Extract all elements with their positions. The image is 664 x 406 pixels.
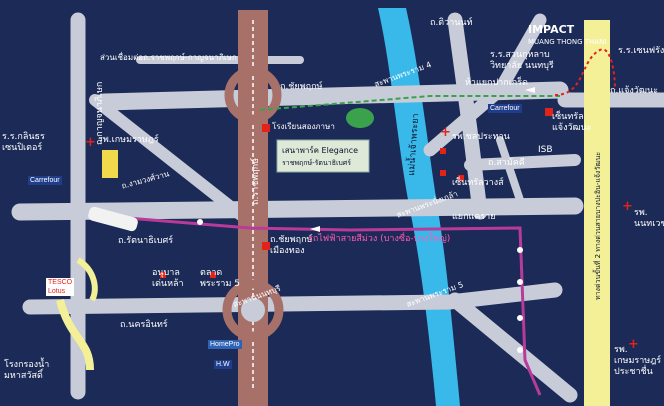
label-hospital-nonthawet: รพ. นนทเวช [634, 208, 664, 229]
label-school-sirichak: ร.ร.เซนฟรังค์ [618, 46, 664, 56]
label-expressway: ทางด่วนขั้นที่ 2 ทางด่วนสายบางปะอิน-แจ้ง… [594, 151, 602, 300]
brand-subtitle: MUANG THONG THANI [528, 38, 607, 46]
label-chol-prathan: รพ.ชลประทาน [452, 132, 510, 142]
label-bonan-lamai: อนุบาล เด่นหล้า [152, 268, 184, 289]
route-purple-line [89, 213, 542, 396]
label-central-westgate: เซ็นทรัลวางส์ [452, 178, 504, 188]
homeworks: H.W [214, 360, 232, 369]
road-expressway [584, 20, 610, 406]
hospital-cross-left: + [85, 135, 96, 150]
road-nakhon-in [22, 282, 563, 315]
label-nakhon-in: ถ.นครอินทร์ [120, 320, 168, 330]
label-khae-rai: แยกแคราย [452, 212, 496, 222]
label-link-road: ส่วนเชื่อมต่อถ.ราชพฤกษ์-กาญจนาภิเษก [100, 53, 237, 62]
hospital-cross-bottom: + [628, 337, 639, 352]
carrefour-right: Carrefour [488, 104, 522, 113]
label-isb: ISB [538, 145, 553, 155]
label-ratchaphruek: ถ.ราชพฤกษ์ [251, 157, 261, 205]
label-school-chiangrai: โรงเรียนสองภาษา [272, 122, 335, 131]
route-red [554, 48, 616, 96]
road-samakkhi [464, 154, 581, 171]
road-chaiyaphruek [95, 81, 569, 111]
road-curve-left [76, 257, 98, 302]
label-hospital-kasemrad: รพ.เกษมราษฎร์ [98, 135, 159, 145]
brand-title: IMPACT [528, 23, 575, 36]
road-ngamwongwan [89, 94, 266, 236]
label-talat-rama5: ตลาด พระราม 5 [200, 268, 241, 289]
label-elegance-sub: ราชพฤกษ์-รัตนาธิเบศร์ [282, 159, 352, 167]
label-pak-kret: ห้าแยกปากเกร็ด [465, 78, 528, 88]
label-purple-line: รถไฟฟ้าสายสีม่วง (บางซื่อ-บางใหญ่) [308, 234, 451, 244]
label-chaiyaphruek: ถ.ชัยพฤกษ์ [280, 82, 323, 92]
hospital-cross-right: + [622, 199, 633, 214]
label-chaiyaphruek-junction: ถ.ชัยพฤกษ์ เมืองทอง [270, 235, 313, 256]
label-chaengwattana: ถ.แจ้งวัฒนะ [610, 86, 658, 96]
route-green [259, 95, 560, 111]
carrefour-left: Carrefour [28, 176, 62, 185]
road-tiwanon [447, 12, 488, 220]
road-lower-diagonal [447, 292, 578, 403]
label-school-tessaban: ร.ร.สวนกุหลาบ วิทยาลัย นนทบุรี [490, 50, 554, 71]
hospital-cross-mid: + [440, 125, 451, 140]
label-rongkong: โรงกรองน้ำ มหาสวัสดิ์ [4, 360, 50, 381]
project-sign [276, 139, 370, 173]
homepro: HomePro [208, 340, 242, 349]
label-central-chaengwattana: เซ็นทรัล แจ้งวัฒนะ [552, 112, 592, 133]
road-isb [496, 136, 524, 204]
tesco-lotus: TESCO Lotus [46, 278, 75, 296]
label-tiwanon: ถ.ติวานนท์ [430, 18, 473, 28]
label-school-kanchanaphisek: ร.ร.กลินธร เซนปิเตอร์ [2, 132, 45, 153]
label-samakkhi: ถ.สามัคคี [488, 158, 525, 168]
label-elegance: เสนาพาร์ค Elegance [282, 146, 359, 155]
road-chaengwattana-left [423, 13, 547, 157]
label-ratthanathibet: ถ.รัตนาธิเบศร์ [118, 236, 174, 246]
label-kasemrad-prachachuen: รพ. เกษมราษฎร์ ประชาชื่น [614, 345, 662, 377]
road-yellow-hook [56, 298, 94, 371]
